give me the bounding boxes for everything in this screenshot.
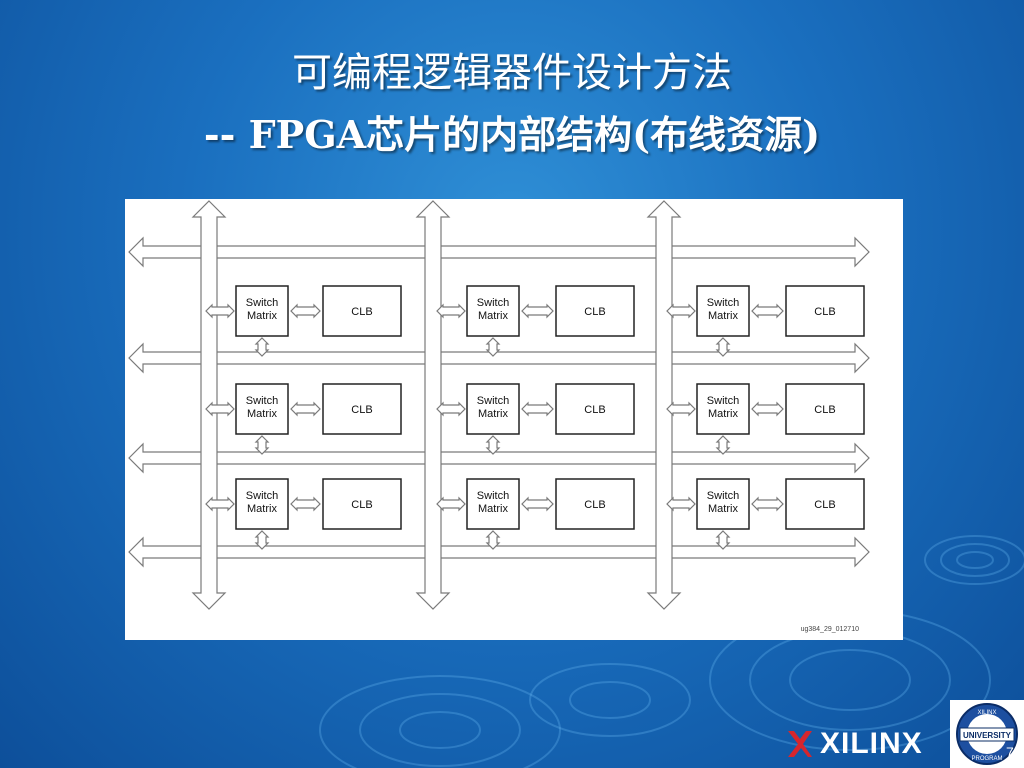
clb-label: CLB	[814, 306, 835, 318]
horizontal-routing-channel	[290, 496, 321, 512]
switch-matrix-label: Switch	[477, 297, 509, 309]
horizontal-routing-channel	[436, 303, 466, 319]
horizontal-routing-channel	[205, 303, 235, 319]
switch-matrix-label: Switch	[707, 490, 739, 502]
clb-box	[322, 383, 402, 435]
vertical-routing-channel	[254, 435, 270, 455]
slide-title: 可编程逻辑器件设计方法	[292, 50, 732, 96]
figure-caption-id: ug384_29_012710	[801, 626, 860, 633]
horizontal-routing-channel	[436, 401, 466, 417]
horizontal-routing-channel	[666, 303, 696, 319]
clb-label: CLB	[584, 306, 605, 318]
university-program-badge: UNIVERSITY XILINX PROGRAM	[950, 700, 1024, 768]
horizontal-routing-channel	[290, 401, 321, 417]
switch-matrix-label: Matrix	[708, 310, 738, 322]
horizontal-routing-channel	[205, 496, 235, 512]
switch-matrix-label: Switch	[707, 395, 739, 407]
vertical-routing-channel	[254, 530, 270, 550]
badge-program-text: PROGRAM	[971, 756, 1002, 762]
switch-matrix-label: Matrix	[708, 503, 738, 515]
switch-matrix-label: Matrix	[478, 503, 508, 515]
clb-box	[322, 285, 402, 337]
switch-matrix-label: Switch	[477, 395, 509, 407]
switch-matrix-label: Matrix	[247, 503, 277, 515]
clb-box	[785, 285, 865, 337]
clb-label: CLB	[814, 404, 835, 416]
horizontal-routing-channel	[128, 442, 870, 474]
horizontal-routing-channel	[751, 496, 784, 512]
slide-subtitle: -- FPGA芯片的内部结构(布线资源)	[203, 112, 821, 157]
horizontal-routing-channel	[751, 303, 784, 319]
vertical-routing-channel	[485, 435, 501, 455]
switch-matrix-label: Matrix	[708, 408, 738, 420]
vertical-routing-channel	[715, 530, 731, 550]
clb-box	[322, 478, 402, 530]
switch-matrix-label: Switch	[246, 490, 278, 502]
switch-matrix-box	[235, 285, 289, 337]
clb-label: CLB	[584, 404, 605, 416]
horizontal-routing-channel	[205, 401, 235, 417]
horizontal-routing-channel	[128, 342, 870, 374]
xilinx-brand-text: XILINX	[820, 727, 923, 760]
horizontal-routing-channel	[290, 303, 321, 319]
clb-box	[785, 383, 865, 435]
switch-matrix-label: Switch	[246, 395, 278, 407]
horizontal-routing-channel	[751, 401, 784, 417]
badge-university-text: UNIVERSITY	[963, 731, 1012, 740]
horizontal-routing-channel	[521, 496, 554, 512]
clb-label: CLB	[351, 499, 372, 511]
clb-box	[555, 285, 635, 337]
vertical-routing-channel	[715, 337, 731, 357]
horizontal-routing-channel	[128, 236, 870, 268]
switch-matrix-label: Matrix	[478, 408, 508, 420]
page-number: 7	[1006, 744, 1014, 760]
switch-matrix-box	[235, 383, 289, 435]
xilinx-logo: XILINX	[786, 726, 946, 762]
switch-matrix-box	[696, 285, 750, 337]
switch-matrix-label: Switch	[246, 297, 278, 309]
clb-label: CLB	[351, 306, 372, 318]
clb-label: CLB	[814, 499, 835, 511]
switch-matrix-label: Switch	[477, 490, 509, 502]
switch-matrix-box	[466, 383, 520, 435]
vertical-routing-channel	[485, 337, 501, 357]
clb-box	[555, 383, 635, 435]
horizontal-routing-channel	[666, 401, 696, 417]
vertical-routing-channel	[254, 337, 270, 357]
switch-matrix-label: Matrix	[478, 310, 508, 322]
vertical-routing-channel	[485, 530, 501, 550]
clb-label: CLB	[351, 404, 372, 416]
xilinx-x-icon	[788, 731, 812, 757]
clb-label: CLB	[584, 499, 605, 511]
switch-matrix-box	[466, 478, 520, 530]
clb-box	[555, 478, 635, 530]
clb-box	[785, 478, 865, 530]
switch-matrix-box	[235, 478, 289, 530]
horizontal-routing-channel	[666, 496, 696, 512]
switch-matrix-label: Matrix	[247, 408, 277, 420]
horizontal-routing-channel	[436, 496, 466, 512]
switch-matrix-label: Switch	[707, 297, 739, 309]
switch-matrix-box	[696, 383, 750, 435]
switch-matrix-label: Matrix	[247, 310, 277, 322]
switch-matrix-box	[696, 478, 750, 530]
badge-xilinx-text: XILINX	[977, 710, 996, 716]
switch-matrix-box	[466, 285, 520, 337]
vertical-routing-channel	[715, 435, 731, 455]
horizontal-routing-channel	[521, 401, 554, 417]
horizontal-routing-channel	[521, 303, 554, 319]
horizontal-routing-channel	[128, 536, 870, 568]
